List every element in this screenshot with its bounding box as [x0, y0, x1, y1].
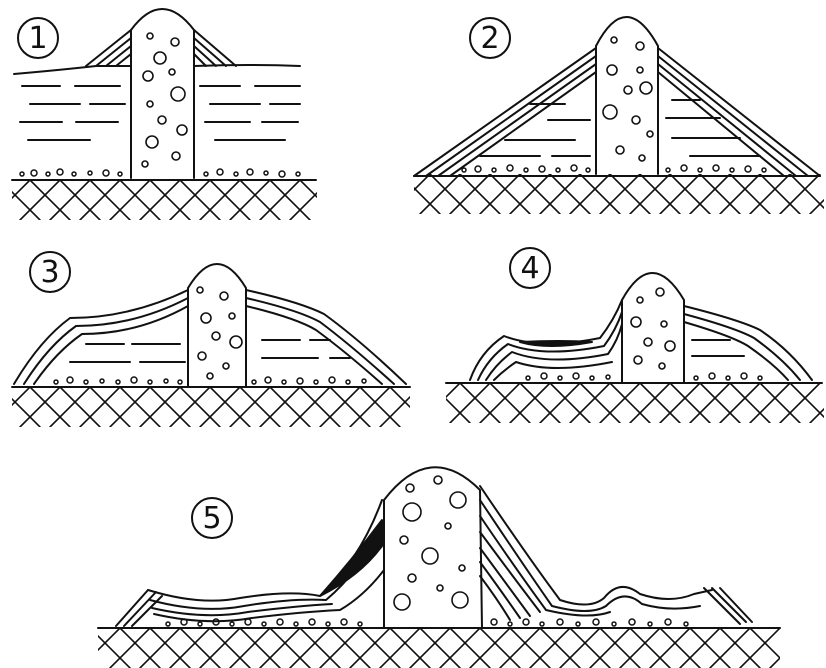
panel-1: 1	[0, 9, 340, 220]
panel-3: 3	[0, 252, 430, 427]
svg-text:2: 2	[480, 21, 499, 56]
panel-4-number: 4	[510, 248, 550, 288]
panel-3-core-clasts	[197, 287, 242, 379]
panel-2-number: 2	[470, 18, 510, 58]
panel-4-strata	[470, 300, 812, 380]
panel-5-number: 5	[192, 498, 232, 538]
panel-3-gravel	[54, 377, 366, 384]
panel-2: 2	[390, 17, 826, 214]
svg-text:1: 1	[28, 21, 47, 56]
panel-1-gravel	[20, 169, 300, 177]
panel-1-bedrock	[0, 180, 340, 220]
panel-5: 5	[80, 467, 810, 668]
panel-5-core-clasts	[394, 476, 468, 610]
panel-1-number: 1	[18, 18, 58, 58]
panel-1-core-clasts	[142, 33, 187, 167]
panel-4-gravel	[526, 373, 762, 380]
panel-4-core	[622, 273, 684, 382]
svg-text:5: 5	[202, 501, 221, 536]
panel-1-water-lines	[20, 86, 300, 140]
panel-2-gravel	[462, 165, 766, 172]
panel-4: 4	[420, 248, 826, 423]
panel-5-strata-right	[480, 486, 752, 624]
panel-4-bedrock	[420, 383, 826, 423]
panel-3-bedrock	[0, 387, 430, 427]
panel-5-bedrock	[80, 628, 810, 668]
panel-3-number: 3	[30, 252, 70, 292]
svg-text:4: 4	[520, 251, 539, 286]
panel-1-surface	[14, 66, 131, 74]
panel-2-bedrock	[390, 174, 826, 214]
panel-3-core	[188, 264, 246, 386]
panel-3-water-lines	[70, 340, 350, 362]
panel-5-strata-left	[116, 500, 384, 626]
panel-4-water-lines	[692, 340, 744, 356]
panel-4-core-clasts	[631, 288, 675, 369]
panel-2-core-clasts	[603, 37, 653, 161]
svg-text:3: 3	[40, 255, 59, 290]
panel-2-core	[596, 17, 658, 174]
panel-3-strata	[14, 290, 406, 384]
